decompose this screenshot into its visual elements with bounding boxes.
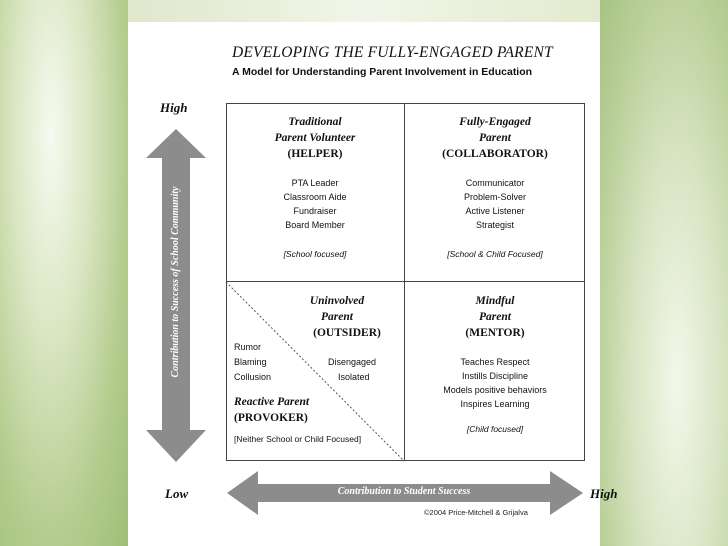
copyright-notice: ©2004 Price-Mitchell & Grijalva	[424, 508, 528, 517]
list-item: Collusion	[234, 372, 272, 382]
diagram-page	[128, 22, 600, 546]
background-left	[0, 0, 128, 546]
vertical-axis-label: Contribution to Success of School Commun…	[170, 186, 181, 378]
quadrant-grid	[226, 103, 585, 461]
quadrant-mentor-focus: [Child focused]	[466, 424, 524, 434]
background-right	[600, 0, 728, 546]
list-item: Inspires Learning	[460, 399, 530, 409]
diagram-subtitle: A Model for Understanding Parent Involve…	[232, 66, 533, 78]
list-item: Rumor	[234, 342, 262, 352]
quadrant-outsider-heading: Uninvolved Parent (OUTSIDER)	[309, 295, 381, 339]
grid-vertical-divider	[404, 103, 405, 461]
diagram-title: DEVELOPING THE FULLY-ENGAGED PARENT	[232, 44, 553, 61]
list-item: Communicator	[465, 178, 525, 188]
vertical-axis-arrow	[146, 129, 206, 462]
reactive-parent-heading: Reactive Parent (PROVOKER)	[234, 396, 310, 424]
list-item: Board Member	[285, 220, 345, 230]
quadrant-outsider-focus: [Neither School or Child Focused]	[234, 434, 362, 444]
list-item: PTA Leader	[291, 178, 339, 188]
list-item: Teaches Respect	[460, 357, 530, 367]
horizontal-high-label: High	[590, 486, 618, 501]
list-item: Isolated	[338, 372, 370, 382]
vertical-low-label: Low	[165, 486, 189, 501]
list-item: Classroom Aide	[283, 192, 347, 202]
quadrant-helper-heading: Traditional Parent Volunteer (HELPER)	[274, 116, 356, 160]
background-top	[128, 0, 600, 22]
list-item: Blaming	[234, 357, 267, 367]
quadrant-collaborator-focus: [School & Child Focused]	[447, 249, 543, 259]
horizontal-axis-arrow	[227, 471, 583, 515]
list-item: Models positive behaviors	[443, 385, 547, 395]
list-item: Disengaged	[328, 357, 377, 367]
quadrant-helper-focus: [School focused]	[283, 249, 347, 259]
grid-horizontal-divider	[226, 281, 585, 282]
list-item: Problem-Solver	[463, 192, 527, 202]
list-item: Instills Discipline	[461, 371, 529, 381]
quadrant-collaborator-heading: Fully-Engaged Parent (COLLABORATOR)	[442, 116, 548, 160]
horizontal-axis-label: Contribution to Student Success	[337, 486, 471, 497]
list-item: Strategist	[475, 220, 515, 230]
vertical-high-label: High	[160, 100, 188, 115]
quadrant-mentor-heading: Mindful Parent (MENTOR)	[465, 295, 525, 339]
list-item: Fundraiser	[293, 206, 337, 216]
list-item: Active Listener	[465, 206, 525, 216]
